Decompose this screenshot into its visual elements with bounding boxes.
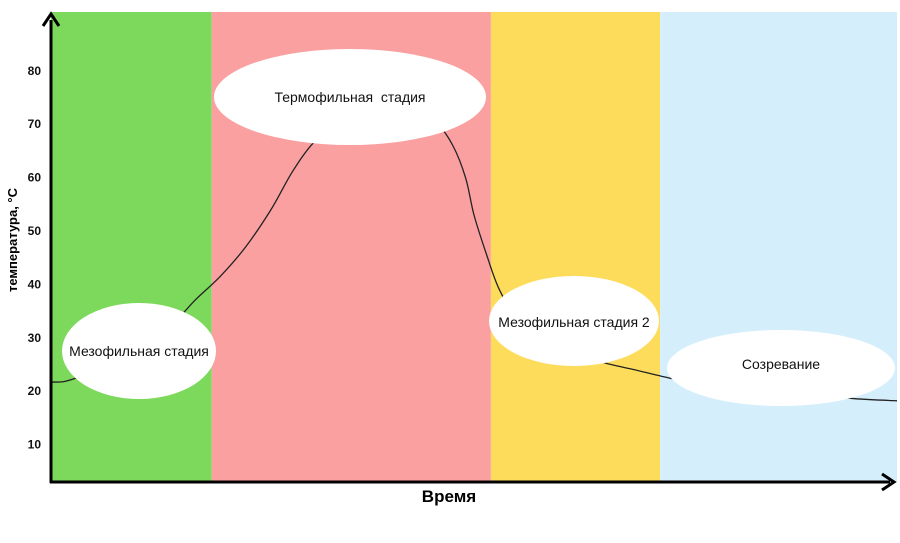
y-axis-title: температура, °С [5, 187, 20, 292]
y-tick-label-50: 50 [28, 224, 42, 238]
y-tick-label-20: 20 [28, 384, 42, 398]
stage-2-ellipse [214, 49, 486, 145]
y-tick-label-10: 10 [28, 438, 42, 452]
y-tick-labels: 10 20 30 40 50 60 70 80 [28, 64, 42, 452]
stage-2-label: Термофильная стадия [274, 89, 425, 105]
y-tick-label-80: 80 [28, 64, 42, 78]
y-tick-label-30: 30 [28, 331, 42, 345]
stage-1-ellipse [62, 303, 216, 399]
stage-4-label: Созревание [742, 356, 820, 372]
stage-1-bubble: Мезофильная стадия [62, 303, 216, 399]
y-tick-label-40: 40 [28, 277, 42, 291]
stage-band-3 [490, 12, 661, 482]
y-tick-label-70: 70 [28, 117, 42, 131]
stage-4-ellipse [667, 330, 895, 406]
x-axis-title: Время [422, 487, 476, 506]
x-axis-arrow [881, 472, 897, 492]
y-axis-arrow [41, 11, 61, 27]
stage-1-label: Мезофильная стадия [69, 343, 209, 359]
y-tick-label-60: 60 [28, 171, 42, 185]
stage-3-ellipse [489, 276, 659, 366]
stage-4-bubble: Созревание [667, 330, 895, 406]
stage-3-bubble: Мезофильная стадия 2 [489, 276, 659, 366]
stage-band-1 [51, 12, 212, 482]
stage-band-4 [660, 12, 897, 482]
stage-2-bubble: Термофильная стадия [214, 49, 486, 145]
stage-3-label: Мезофильная стадия 2 [498, 314, 650, 330]
